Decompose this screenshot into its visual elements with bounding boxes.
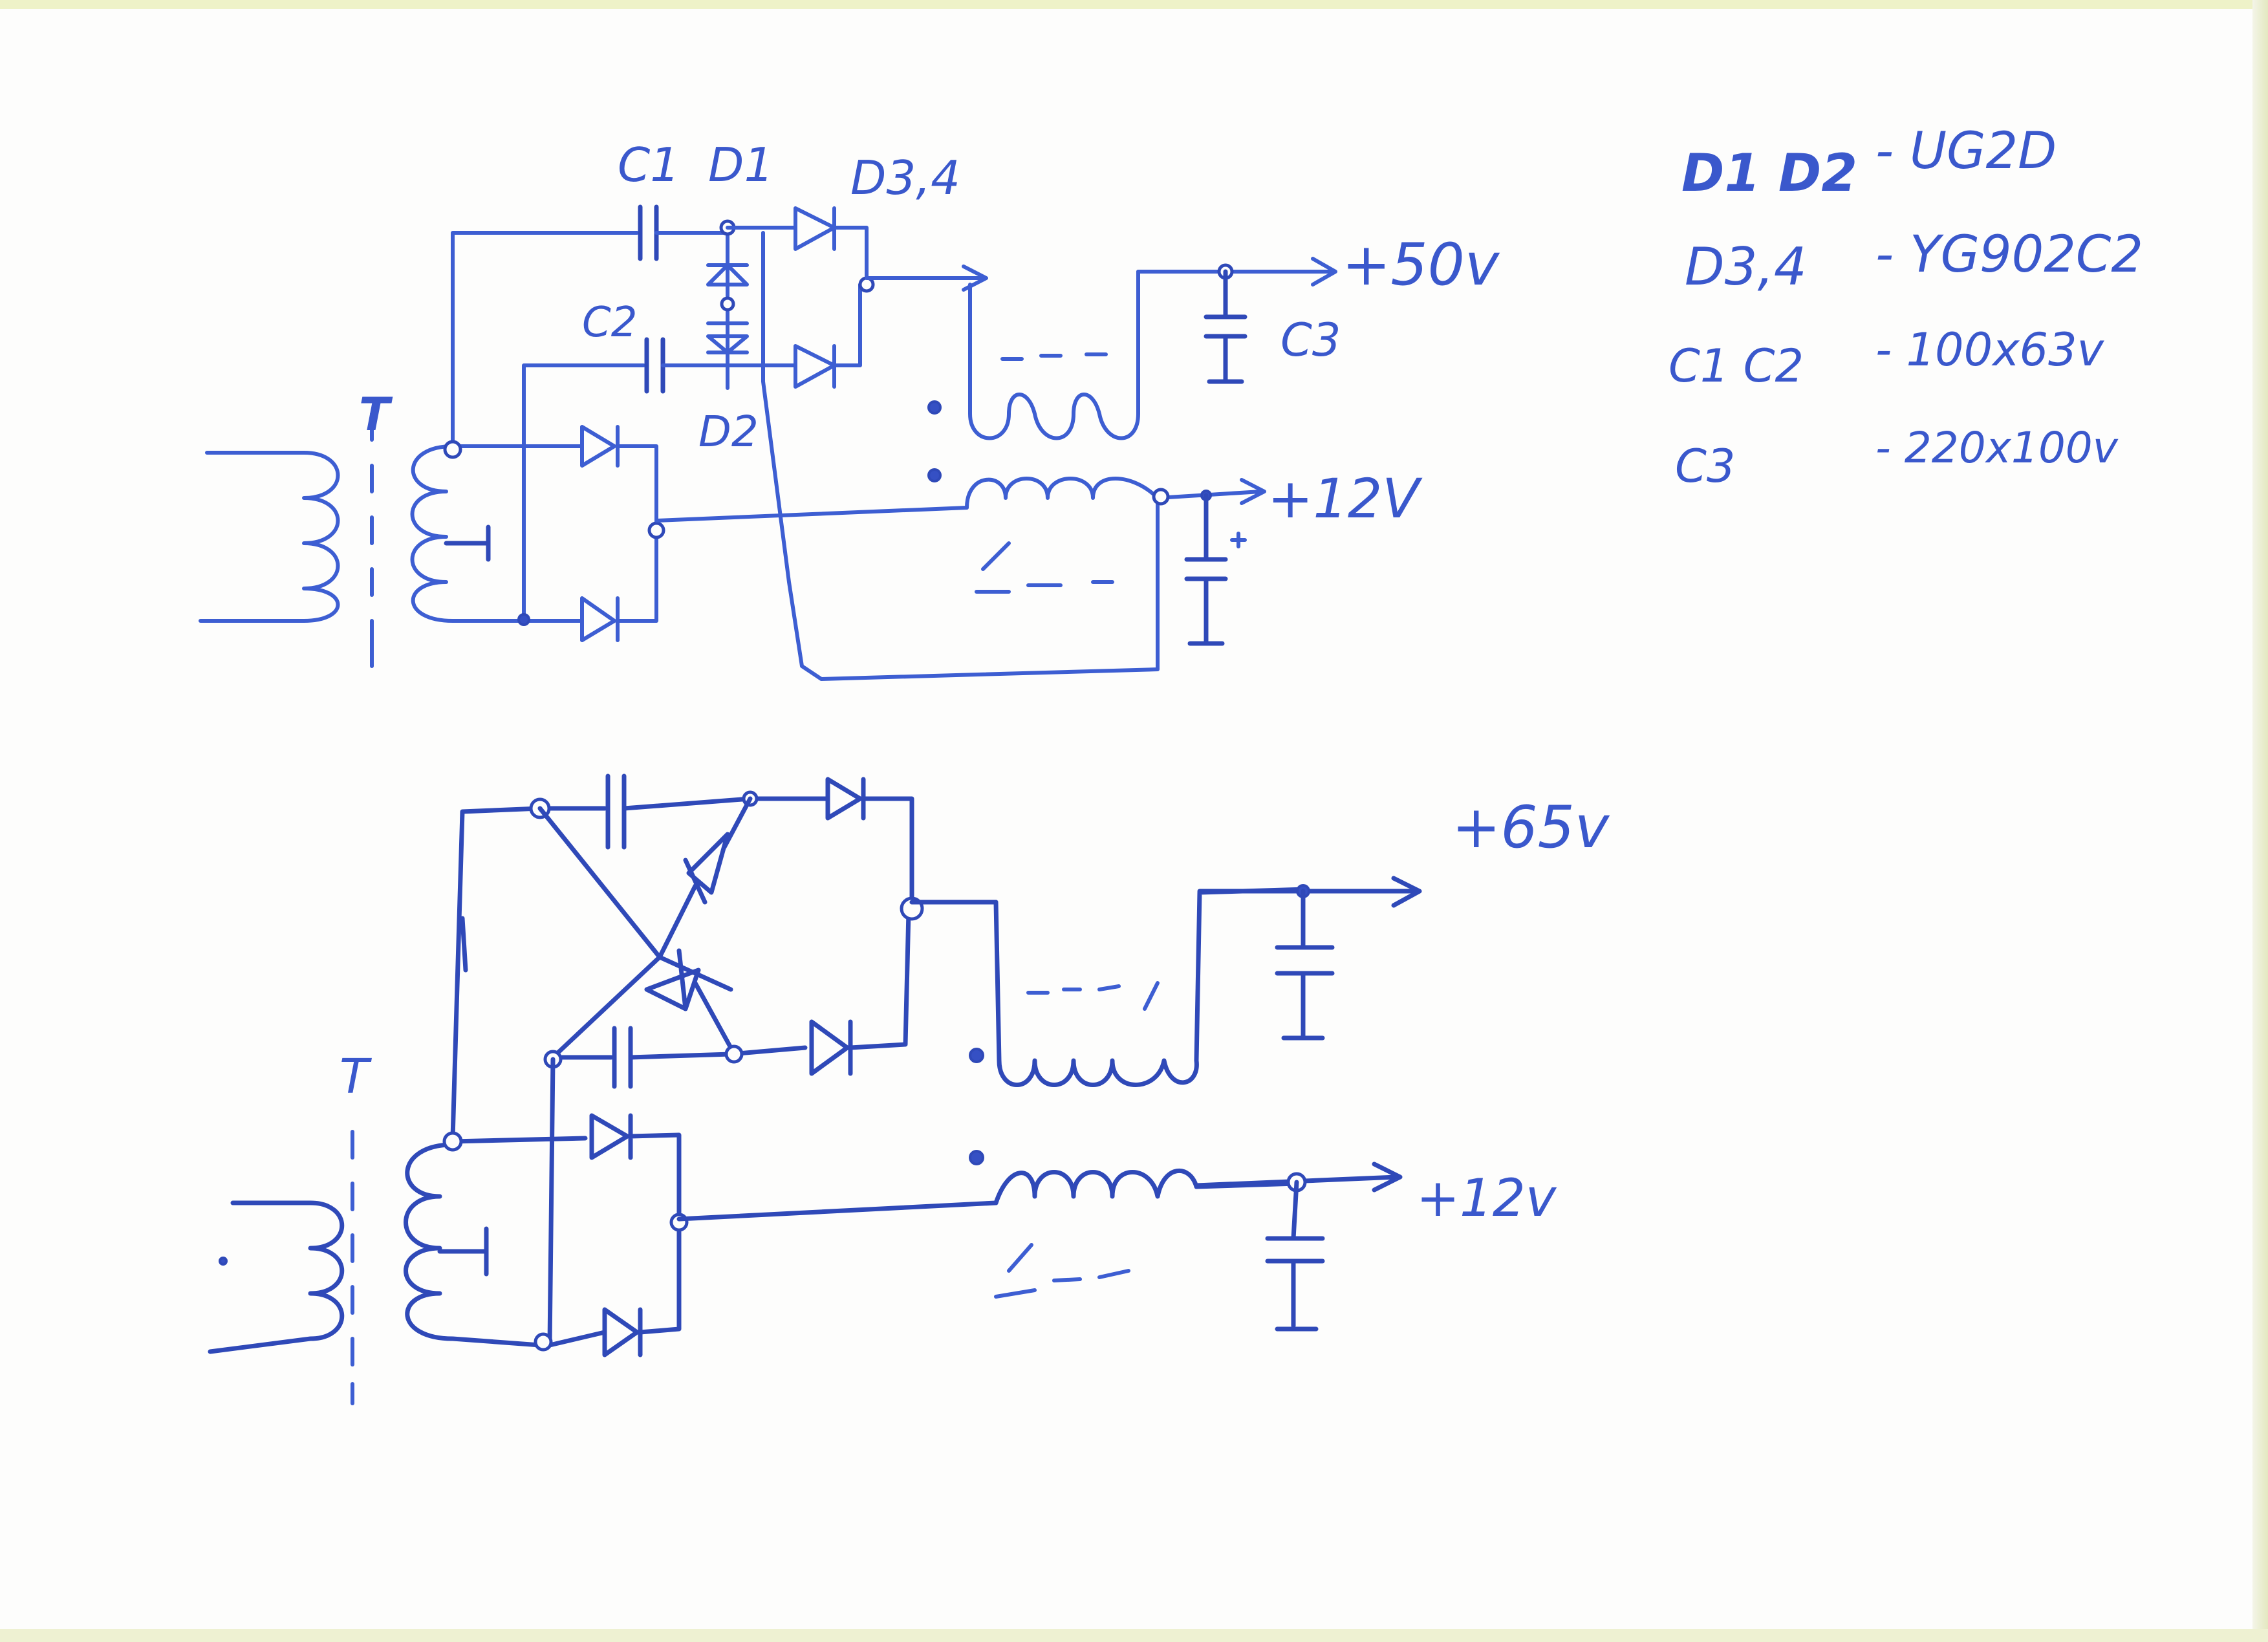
lower-core-65v [1026, 981, 1160, 1011]
scan-edge-top [0, 0, 2268, 9]
lower-primary-coil [208, 1200, 345, 1354]
upper-wire-12v [654, 506, 969, 523]
parts-row-2-name: D3,4 [1685, 237, 1807, 297]
label-c1: C1 [618, 138, 680, 192]
parts-row-3-value: - 100x63v [1875, 323, 2105, 376]
lower-cap-bottom [612, 1026, 633, 1089]
lower-12v-capacitor [1265, 1180, 1325, 1332]
upper-inductor-50v [968, 270, 1231, 440]
label-50v: +50v [1342, 231, 1500, 299]
label-d1: D1 [708, 138, 773, 192]
upper-wire-c1 [451, 231, 639, 451]
parts-row-3-name: C1 C2 [1669, 340, 1804, 393]
lower-core-12v [994, 1243, 1130, 1299]
lower-inductor-12v [993, 1169, 1299, 1205]
lower-bridge-bottom [547, 1220, 682, 1357]
upper-bridge-bottom [522, 528, 658, 642]
lower-secondary-coil [404, 1142, 543, 1348]
lower-diode-bottom [809, 909, 911, 1076]
label-12v-upper: +12V [1268, 467, 1423, 530]
lower-diode-top [825, 777, 914, 908]
label-12v-lower: +12v [1416, 1168, 1557, 1228]
upper-wire-c2 [522, 363, 645, 623]
lower-center-tap [437, 1226, 489, 1277]
upper-50v-output [1136, 257, 1337, 286]
c1-capacitor [638, 204, 659, 261]
upper-return-wire [761, 231, 1160, 681]
lower-cross-diode-b [537, 806, 733, 1011]
parts-row-1-value: - UG2D [1875, 122, 2057, 180]
parts-row-1-name: D1 D2 [1681, 143, 1857, 203]
d2-diode [706, 302, 749, 390]
lower-65v-capacitor [1275, 889, 1335, 1041]
upper-primary-coil [199, 451, 340, 623]
lower-wire-bottom [550, 955, 662, 1060]
lower-inductor-65v [993, 887, 1309, 1087]
parts-row-4-name: C3 [1675, 440, 1735, 493]
lower-circuit [208, 773, 1422, 1405]
upper-12v-output [1156, 478, 1266, 505]
label-c3: C3 [1280, 314, 1341, 367]
scan-edge-bottom [0, 1629, 2268, 1642]
upper-core-12v [975, 541, 1114, 594]
lower-bridge-wire [450, 1057, 588, 1348]
upper-12v-capacitor [1184, 493, 1228, 646]
parts-row-4-value: - 220x100v [1875, 423, 2119, 473]
upper-inductor-12v [965, 477, 1160, 510]
label-t-upper: T [359, 388, 393, 441]
upper-bridge-top [451, 425, 658, 532]
lower-cap-top [605, 773, 627, 850]
c2-capacitor [644, 337, 665, 394]
label-t-lower: T [340, 1049, 373, 1105]
upper-circuit [199, 204, 1337, 681]
d3-diode [726, 206, 869, 286]
label-d34: D3,4 [850, 151, 960, 205]
lower-wire-top [450, 806, 607, 1141]
parts-row-2-value: - YG902C2 [1875, 226, 2143, 284]
parts-list: D1 D2 - UG2D D3,4 - YG902C2 C1 C2 - 100x… [1669, 122, 2143, 493]
lower-wire-12v [676, 1200, 999, 1222]
upper-secondary-coil [410, 444, 526, 623]
upper-core-50v [1000, 352, 1108, 361]
lower-cross-diode-a [657, 796, 753, 960]
label-c2: C2 [582, 299, 637, 347]
label-d2: D2 [698, 407, 759, 457]
label-65v: +65v [1452, 794, 1610, 861]
lower-bridge-top [589, 1113, 682, 1225]
component-labels: C1 D1 D3,4 C2 D2 C3 T T [340, 138, 1341, 1105]
scan-edge-right [2252, 0, 2268, 1642]
c3-capacitor [1204, 269, 1247, 384]
voltage-labels: +50v +12V +65v +12v [1268, 231, 1610, 1228]
